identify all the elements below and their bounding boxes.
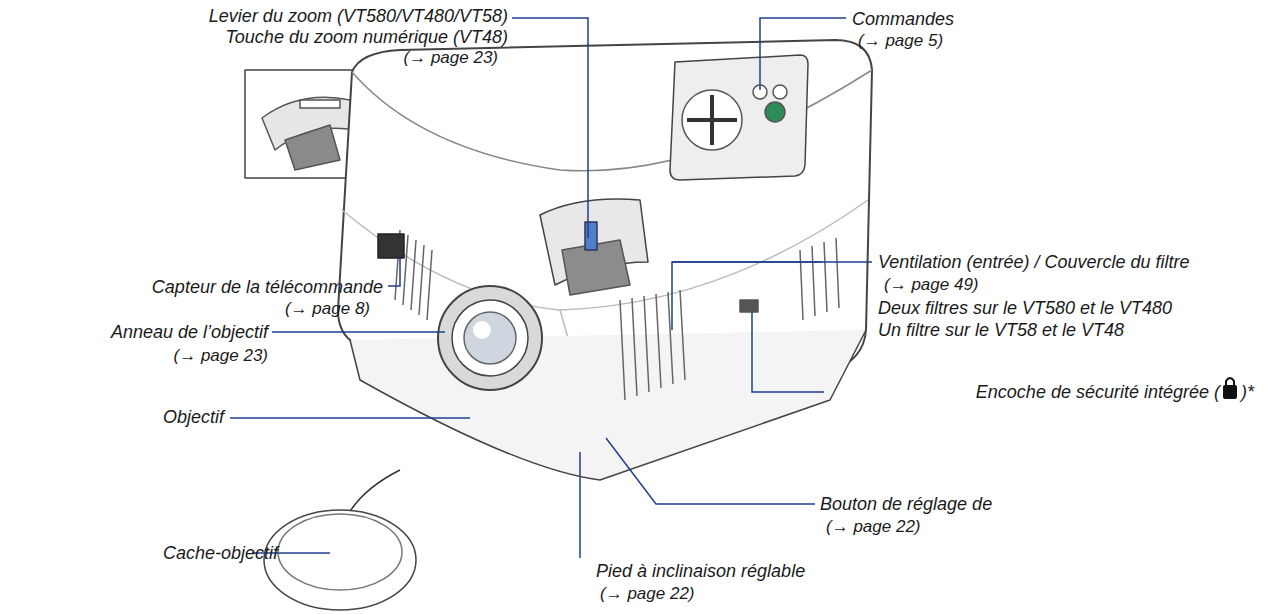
callout-label: Bouton de réglage de [820, 493, 992, 515]
callout-label: Ventilation (entrée) / Couvercle du filt… [878, 251, 1189, 273]
callout-label: )* [1241, 381, 1254, 403]
page-reference: (→ page 8) [285, 298, 370, 320]
page-reference: (→ page 49) [884, 274, 979, 296]
callout-label: Commandes [852, 8, 954, 30]
callout-label: Encoche de sécurité intégrée ( [976, 381, 1220, 403]
lock-symbol [1223, 378, 1237, 399]
callout-label: Pied à inclinaison réglable [596, 560, 805, 582]
callout-label: Capteur de la télécommande [152, 276, 383, 298]
page-reference: (→ page 5) [858, 30, 943, 52]
page-reference: (→ page 23) [174, 345, 269, 367]
callout-label: Cache-objectif [163, 542, 278, 564]
callout-label: Un filtre sur le VT58 et le VT48 [878, 319, 1124, 341]
page-reference: (→ page 22) [826, 516, 921, 538]
callout-label: Touche du zoom numérique (VT48) [226, 26, 509, 48]
page-reference: (→ page 23) [404, 47, 499, 69]
callout-label: Anneau de l’objectif [111, 321, 268, 343]
page-reference: (→ page 22) [600, 583, 695, 605]
callout-label: Deux filtres sur le VT580 et le VT480 [878, 297, 1172, 319]
callout-label: Objectif [163, 406, 224, 428]
callout-label: Levier du zoom (VT580/VT480/VT58) [209, 5, 508, 27]
